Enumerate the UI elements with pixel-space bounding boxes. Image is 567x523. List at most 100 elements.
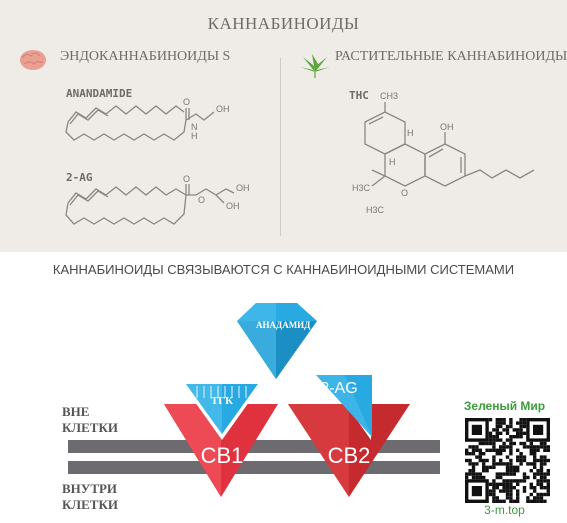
qr-module bbox=[505, 428, 510, 432]
qr-module bbox=[478, 452, 482, 456]
qr-module bbox=[468, 445, 472, 449]
qr-module bbox=[516, 455, 520, 459]
cb1-label: CB1 bbox=[200, 443, 244, 468]
qr-module bbox=[526, 445, 530, 449]
qr-module bbox=[465, 452, 469, 456]
qr-module bbox=[526, 475, 530, 480]
qr-module bbox=[492, 455, 496, 459]
qr-module bbox=[509, 496, 513, 500]
qr-module bbox=[471, 465, 476, 469]
membrane-inner-layer bbox=[68, 461, 440, 474]
qr-module bbox=[512, 479, 516, 483]
qr-module bbox=[485, 441, 489, 446]
qr-module bbox=[512, 499, 516, 503]
qr-module bbox=[505, 486, 510, 490]
qr-module bbox=[478, 448, 482, 452]
qr-module bbox=[502, 441, 506, 446]
qr-module bbox=[519, 421, 523, 425]
qr-module bbox=[505, 496, 510, 500]
qr-module bbox=[509, 424, 513, 429]
qr-module bbox=[492, 482, 496, 486]
qr-module bbox=[516, 489, 520, 493]
qr-module bbox=[533, 448, 537, 452]
qr-module bbox=[492, 445, 496, 449]
qr-module bbox=[539, 472, 544, 476]
qr-module bbox=[495, 452, 499, 456]
qr-module bbox=[519, 458, 523, 463]
qr-module bbox=[546, 445, 550, 449]
qr-module bbox=[468, 458, 472, 463]
qr-module bbox=[546, 492, 550, 497]
qr-module bbox=[516, 431, 520, 435]
qr-module bbox=[492, 458, 496, 463]
panel-divider bbox=[280, 58, 281, 236]
qr-module bbox=[488, 431, 493, 435]
two-ag-atom-oh-1: OH bbox=[236, 183, 250, 193]
qr-module bbox=[499, 448, 503, 452]
qr-module bbox=[539, 475, 544, 480]
qr-module bbox=[533, 455, 537, 459]
qr-module bbox=[495, 472, 499, 476]
qr-module bbox=[516, 469, 520, 473]
qr-module bbox=[539, 458, 544, 463]
cb1-receptor bbox=[164, 404, 278, 497]
qr-module bbox=[475, 448, 479, 452]
qr-module bbox=[502, 489, 506, 493]
anandamide-structure bbox=[65, 105, 215, 141]
qr-module bbox=[526, 499, 530, 503]
qr-module bbox=[499, 445, 503, 449]
qr-module bbox=[533, 445, 537, 449]
qr-module bbox=[536, 469, 540, 473]
qr-module bbox=[502, 428, 506, 432]
qr-module bbox=[485, 458, 489, 463]
qr-module bbox=[536, 482, 540, 486]
qr-module bbox=[478, 475, 482, 480]
qr-module bbox=[522, 458, 527, 463]
qr-module bbox=[492, 465, 496, 469]
endocannabinoids-heading-suffix: S bbox=[222, 49, 231, 64]
qr-module bbox=[516, 496, 520, 500]
qr-module bbox=[539, 469, 544, 473]
qr-module bbox=[475, 462, 479, 466]
qr-module bbox=[495, 438, 499, 442]
thc-atom-o: O bbox=[401, 188, 409, 198]
qr-module bbox=[492, 448, 496, 452]
qr-module bbox=[495, 421, 499, 425]
qr-module bbox=[516, 465, 520, 469]
qr-module bbox=[492, 492, 496, 497]
qr-module bbox=[543, 486, 547, 490]
qr-module bbox=[543, 462, 547, 466]
qr-module bbox=[495, 418, 499, 422]
qr-module bbox=[482, 475, 486, 480]
qr-module bbox=[471, 462, 476, 466]
qr-module bbox=[533, 486, 537, 490]
qr-module bbox=[468, 472, 472, 476]
qr-module bbox=[526, 496, 530, 500]
qr-module bbox=[546, 448, 550, 452]
qr-module bbox=[519, 428, 523, 432]
qr-module bbox=[509, 469, 513, 473]
qr-module bbox=[505, 431, 510, 435]
qr-module bbox=[492, 438, 496, 442]
thc-atom-h-2: H bbox=[389, 157, 396, 167]
two-ag-atom-o-carbonyl: O bbox=[183, 174, 191, 184]
qr-module bbox=[509, 486, 513, 490]
qr-module bbox=[512, 435, 516, 439]
qr-module bbox=[509, 492, 513, 497]
qr-module bbox=[516, 435, 520, 439]
qr-module bbox=[512, 441, 516, 446]
qr-module bbox=[529, 492, 533, 497]
qr-module bbox=[468, 462, 472, 466]
qr-module bbox=[516, 448, 520, 452]
two-ag-atom-oh-2: OH bbox=[226, 201, 240, 211]
qr-module bbox=[502, 482, 506, 486]
qr-module bbox=[465, 475, 469, 480]
qr-module bbox=[516, 428, 520, 432]
brain-icon bbox=[20, 50, 46, 70]
qr-module bbox=[539, 486, 544, 490]
main-title: КАННАБИНОИДЫ bbox=[207, 14, 360, 33]
qr-module bbox=[482, 452, 486, 456]
qr-module bbox=[543, 479, 547, 483]
qr-module bbox=[465, 472, 469, 476]
